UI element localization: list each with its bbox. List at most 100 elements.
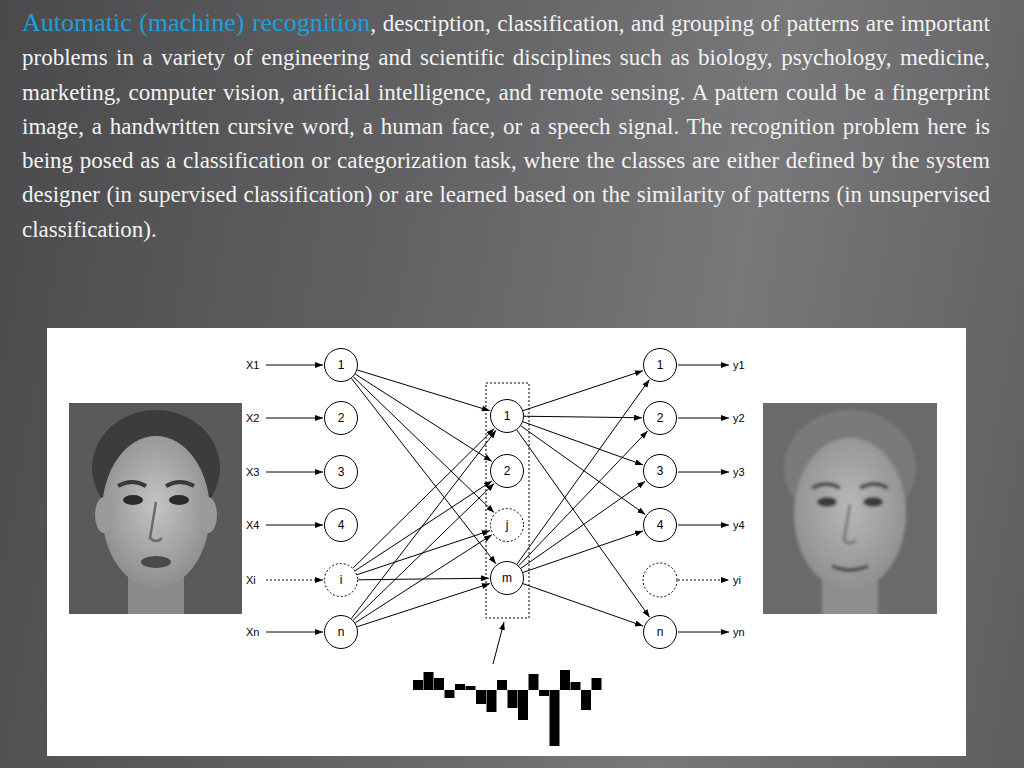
code-bar — [476, 690, 486, 704]
code-arrow — [493, 622, 504, 664]
output-arrow — [678, 365, 729, 366]
neuron-circle: j — [490, 508, 524, 542]
neuron-circle: 4 — [324, 508, 358, 542]
input-label: X4 — [246, 519, 259, 531]
code-bars — [413, 670, 602, 746]
input-arrow — [266, 632, 323, 633]
neuron-circle: 3 — [643, 454, 677, 488]
white-panel — [47, 328, 966, 756]
output-label: yn — [733, 626, 745, 638]
output-label: y3 — [733, 466, 745, 478]
neuron-number: i — [340, 573, 343, 587]
code-bar — [592, 678, 602, 690]
neuron-circle: 1 — [324, 348, 358, 382]
neuron-number: 1 — [338, 358, 345, 372]
neuron-circle: n — [643, 615, 677, 649]
weight-connection — [357, 370, 490, 411]
weight-connection — [517, 380, 650, 565]
neuron-number: n — [338, 625, 345, 639]
neuron-circle: 1 — [490, 399, 524, 433]
code-bar — [466, 686, 476, 690]
input-label: X2 — [246, 412, 259, 424]
weight-connection — [523, 422, 643, 465]
neuron-number: 4 — [338, 518, 345, 532]
weight-connection — [355, 374, 492, 461]
neuron-circle: 4 — [643, 508, 677, 542]
input-arrow — [266, 365, 323, 366]
neuron-circle: i — [324, 563, 358, 597]
code-bar — [560, 670, 570, 690]
output-arrow — [678, 472, 729, 473]
input-label: Xn — [246, 626, 259, 638]
neuron-number: 3 — [338, 465, 345, 479]
code-bar — [529, 674, 539, 690]
code-bar — [434, 678, 444, 690]
neuron-number: 1 — [504, 409, 511, 423]
input-label: X1 — [246, 359, 259, 371]
code-bar — [487, 690, 497, 712]
neuron-number: 3 — [657, 464, 664, 478]
output-label: y2 — [733, 412, 745, 424]
code-bar — [413, 680, 423, 690]
code-bar — [445, 690, 455, 698]
code-bar — [539, 690, 549, 696]
highlight-phrase: Automatic (machine) recognition — [22, 8, 370, 37]
input-arrow — [266, 580, 323, 581]
weight-connection — [357, 584, 490, 627]
output-arrow — [678, 525, 729, 526]
code-bar — [455, 684, 465, 690]
output-label: yi — [733, 574, 741, 586]
intro-paragraph: Automatic (machine) recognition, descrip… — [22, 6, 990, 247]
neuron-circle: 3 — [324, 455, 358, 489]
weight-connection — [355, 535, 492, 623]
weight-connection — [353, 484, 494, 621]
weight-connection — [351, 430, 496, 618]
neuron-circle: 2 — [643, 401, 677, 435]
code-bar — [508, 690, 518, 708]
input-face — [69, 403, 242, 614]
code-bar — [550, 690, 560, 746]
weight-connection — [517, 430, 650, 617]
neuron-circle: m — [490, 561, 524, 595]
output-arrow — [678, 580, 729, 581]
neuron-number: m — [502, 571, 512, 585]
code-bar — [518, 690, 528, 720]
output-arrow — [678, 418, 729, 419]
input-label: X3 — [246, 466, 259, 478]
input-arrow — [266, 525, 323, 526]
neuron-number: 2 — [504, 464, 511, 478]
input-arrow — [266, 472, 323, 473]
code-bar — [497, 680, 507, 690]
code-bar — [424, 672, 434, 690]
neuron-number: j — [506, 518, 509, 532]
weight-connection — [523, 531, 643, 573]
output-label: y4 — [733, 519, 745, 531]
weight-connection — [521, 426, 645, 515]
weight-connection — [524, 416, 642, 418]
weight-connection — [521, 481, 645, 568]
neuron-number: 2 — [338, 411, 345, 425]
neuron-circle: 2 — [324, 401, 358, 435]
weight-connection — [523, 584, 643, 626]
neuron-number: n — [657, 625, 664, 639]
neuron-circle: n — [324, 615, 358, 649]
output-label: y1 — [733, 359, 745, 371]
neuron-circle: 1 — [643, 348, 677, 382]
weight-connection — [519, 431, 648, 566]
output-arrow — [678, 632, 729, 633]
code-bar — [571, 682, 581, 690]
io-arrows — [266, 365, 729, 632]
neuron-number: 4 — [657, 518, 664, 532]
neuron-number: 2 — [657, 411, 664, 425]
blank-output-neuron — [643, 563, 677, 597]
input-arrow — [266, 418, 323, 419]
code-bar — [581, 690, 591, 710]
weight-connection — [523, 371, 643, 411]
paragraph-text: , description, classification, and group… — [22, 11, 990, 242]
weight-connection — [355, 481, 492, 571]
input-label: Xi — [246, 574, 256, 586]
weight-connection — [353, 377, 494, 513]
neuron-number: 1 — [657, 358, 664, 372]
output-face — [763, 403, 937, 614]
hidden-layer-box — [486, 383, 529, 618]
